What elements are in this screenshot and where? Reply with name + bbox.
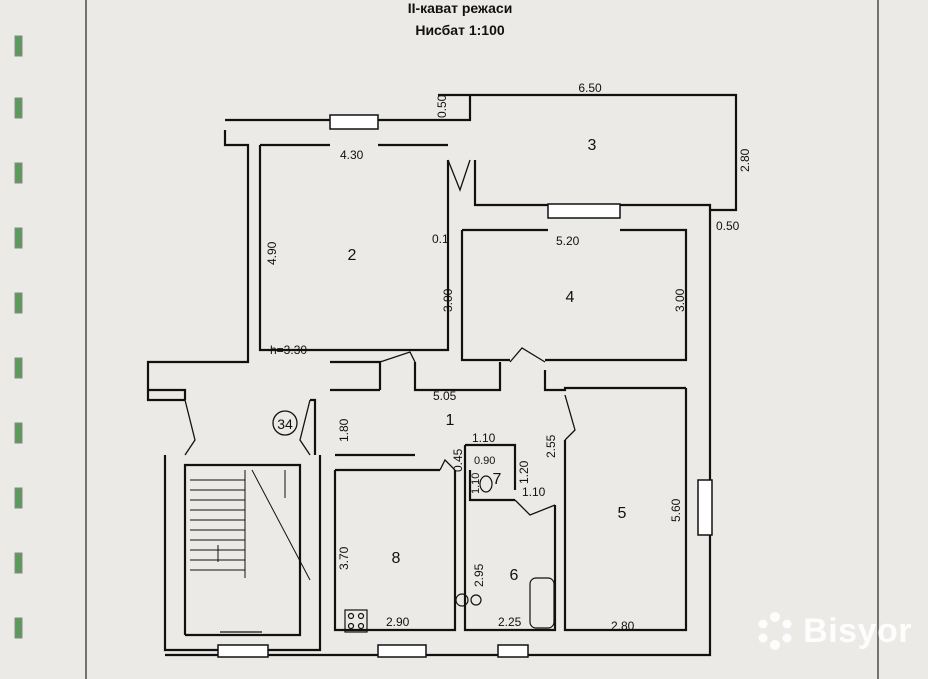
dim-0-1: 0.1 bbox=[432, 232, 449, 246]
watermark: Bisyor bbox=[753, 609, 912, 653]
walls bbox=[146, 93, 738, 657]
doors bbox=[184, 159, 576, 633]
stair-marker-label: 34 bbox=[277, 416, 293, 432]
fixtures bbox=[344, 475, 555, 633]
dim-5-05: 5.05 bbox=[433, 389, 457, 403]
dim-2-95: 2.95 bbox=[472, 563, 486, 587]
dim-2-80: 2.80 bbox=[738, 148, 752, 172]
dim-5-20: 5.20 bbox=[556, 234, 580, 248]
watermark-text: Bisyor bbox=[803, 611, 912, 650]
room-3-label: 3 bbox=[588, 137, 597, 154]
dim-2-80-bottom: 2.80 bbox=[611, 619, 635, 633]
staircase bbox=[190, 469, 311, 581]
dim-3-00-right: 3.00 bbox=[673, 288, 687, 312]
dim-1-10-side: 1.10 bbox=[470, 473, 482, 494]
binder-holes bbox=[14, 35, 23, 639]
stair-marker bbox=[272, 410, 298, 436]
ceiling-height: h=3.30 bbox=[270, 343, 307, 357]
dim-5-60: 5.60 bbox=[669, 498, 683, 522]
bisyor-logo-icon bbox=[758, 612, 792, 650]
room-6-label: 6 bbox=[510, 567, 519, 584]
dim-1-20: 1.20 bbox=[517, 460, 531, 484]
dim-1-80: 1.80 bbox=[337, 418, 351, 442]
room-4-label: 4 bbox=[566, 289, 575, 306]
plan-title: II-кават режаси bbox=[407, 0, 513, 16]
room-8-label: 8 bbox=[392, 550, 401, 567]
room-5-label: 5 bbox=[618, 505, 627, 522]
dim-6-50: 6.50 bbox=[578, 81, 602, 95]
dim-0-50-right: 0.50 bbox=[716, 219, 740, 233]
stove-icon bbox=[344, 609, 368, 633]
dim-3-00-left: 3.00 bbox=[441, 288, 455, 312]
dim-1-10-right: 1.10 bbox=[522, 485, 546, 499]
room-1-label: 1 bbox=[446, 412, 455, 429]
sink-icon bbox=[455, 593, 469, 607]
dim-0-90: 0.90 bbox=[474, 455, 495, 467]
toilet-icon bbox=[479, 475, 493, 493]
room-2-label: 2 bbox=[348, 247, 357, 264]
dim-3-70: 3.70 bbox=[337, 546, 351, 570]
dim-1-10-top: 1.10 bbox=[472, 431, 496, 445]
dim-2-90: 2.90 bbox=[386, 615, 410, 629]
dim-2-55: 2.55 bbox=[544, 434, 558, 458]
plan-scale: Нисбат 1:100 bbox=[415, 22, 505, 38]
dim-4-90: 4.90 bbox=[265, 241, 279, 265]
bathtub-icon bbox=[529, 577, 555, 629]
room-7-label: 7 bbox=[493, 471, 502, 488]
windows bbox=[217, 114, 713, 658]
dim-0-50-top: 0.50 bbox=[435, 94, 449, 118]
dim-0-45: 0.45 bbox=[451, 448, 465, 472]
dim-2-25: 2.25 bbox=[498, 615, 522, 629]
dim-4-30: 4.30 bbox=[340, 148, 364, 162]
